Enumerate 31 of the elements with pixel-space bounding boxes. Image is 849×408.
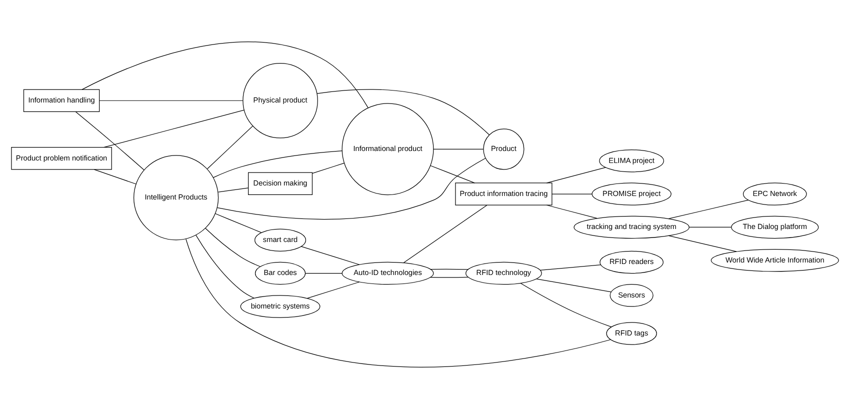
connector xyxy=(546,166,606,183)
connector xyxy=(204,227,260,266)
connector xyxy=(195,234,254,298)
connector xyxy=(429,276,468,278)
connector xyxy=(214,212,262,232)
connector xyxy=(74,110,144,170)
connector xyxy=(429,268,468,270)
connector xyxy=(103,109,244,148)
connector xyxy=(212,150,342,178)
connector xyxy=(94,168,136,184)
connector xyxy=(81,41,368,108)
connector xyxy=(520,282,612,327)
connector xyxy=(300,246,360,264)
connector xyxy=(432,148,484,149)
connector xyxy=(688,226,732,228)
connector xyxy=(185,238,610,367)
connector xyxy=(546,204,597,218)
connector xyxy=(536,278,611,292)
connector xyxy=(402,204,487,263)
connector xyxy=(312,162,344,174)
connector xyxy=(306,281,360,298)
connector xyxy=(668,199,748,219)
connector xyxy=(430,164,474,183)
connector xyxy=(304,272,342,274)
connector xyxy=(551,193,592,194)
connector xyxy=(316,88,489,135)
connector xyxy=(668,234,736,252)
connector xyxy=(216,157,486,220)
connector xyxy=(539,264,601,270)
connector xyxy=(206,125,253,169)
connector xyxy=(217,187,248,192)
